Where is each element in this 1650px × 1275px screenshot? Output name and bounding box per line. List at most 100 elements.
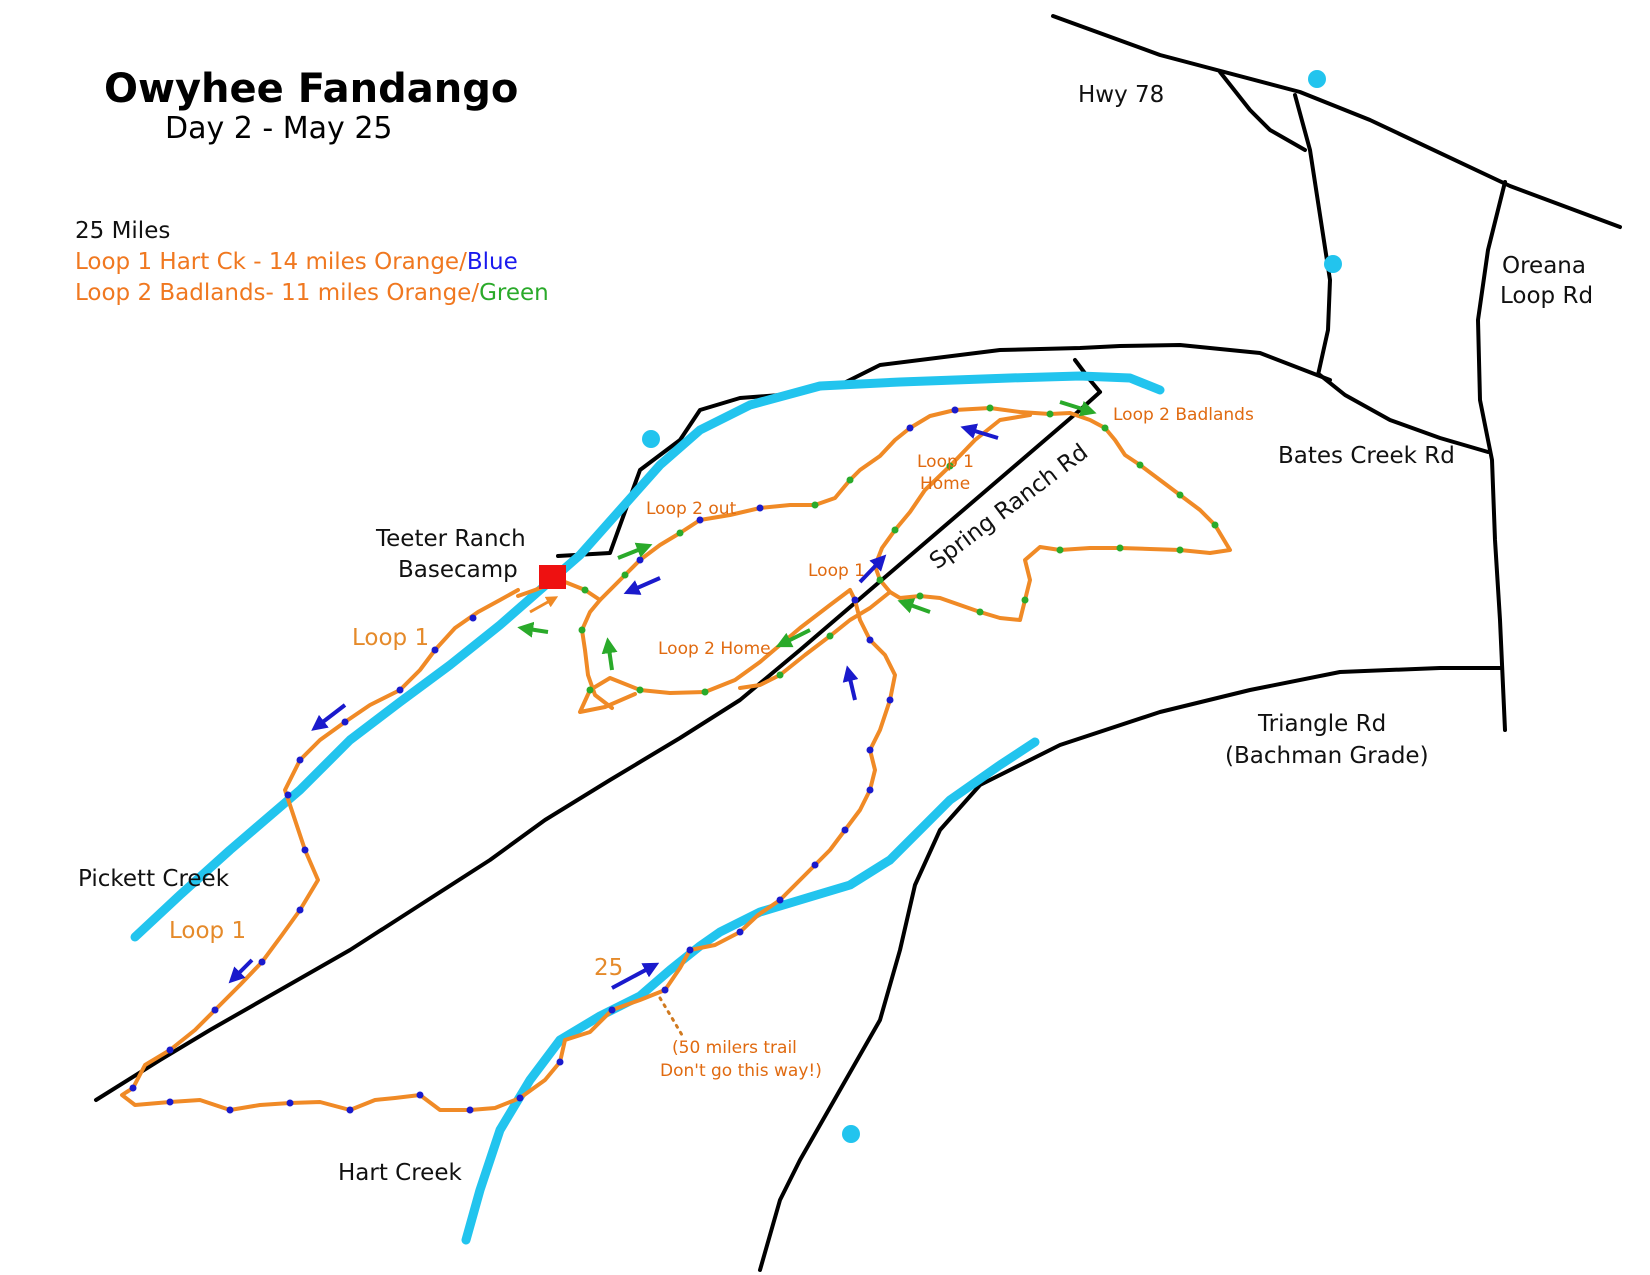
loop2-marker <box>1101 424 1109 432</box>
loop1-marker <box>696 516 704 524</box>
fifty-milers-warning-2: Don't go this way!) <box>660 1061 822 1081</box>
basecamp-direction-arrow <box>529 596 559 614</box>
basecamp-label-2: Basecamp <box>398 557 518 583</box>
loop1-marker <box>431 646 439 654</box>
loop1-marker <box>661 986 669 994</box>
hwy-78-spur-west <box>1218 70 1307 152</box>
loop2-badlands-label: Loop 2 Badlands <box>1113 405 1254 425</box>
loop1-marker <box>166 1046 174 1054</box>
loop2-marker <box>776 671 784 679</box>
loop1-home-label-1: Loop 1 <box>917 452 974 472</box>
loop2-marker <box>1176 491 1184 499</box>
loop1-marker <box>811 861 819 869</box>
loop1-upper-label: Loop 1 <box>352 625 429 651</box>
bates-creek-label: Bates Creek Rd <box>1278 443 1455 469</box>
loop2-home-segment <box>738 590 892 690</box>
loop1-marker <box>951 406 959 414</box>
loop1-direction-arrow <box>858 554 887 584</box>
spring-ranch-road <box>94 390 1102 1102</box>
loop1-marker <box>416 1091 424 1099</box>
legend-loop2-color: Green <box>479 280 549 306</box>
loop1-marker <box>301 846 309 854</box>
loop2-west-lobe <box>580 598 614 710</box>
loop1-lower-label: Loop 1 <box>169 918 246 944</box>
loop2-marker <box>1056 546 1064 554</box>
loop2-green-markers <box>578 404 1219 696</box>
loop1-marker <box>866 786 874 794</box>
loop2-marker <box>581 586 589 594</box>
loop1-marker <box>211 1006 219 1014</box>
loop2-direction-arrow <box>617 542 653 560</box>
loop2-out-label: Loop 2 out <box>646 499 737 519</box>
loop1-marker <box>686 946 694 954</box>
loop1-marker <box>341 718 349 726</box>
basecamp-icon <box>539 565 566 589</box>
loop1-marker <box>851 596 859 604</box>
loop1-marker <box>886 696 894 704</box>
loop2-marker <box>846 476 854 484</box>
loop2-marker <box>1176 546 1184 554</box>
loop1-home-label-2: Home <box>920 474 970 494</box>
legend-loop1-text: Loop 1 Hart Ck - 14 miles Orange/ <box>75 249 467 275</box>
hart-creek-label: Hart Creek <box>338 1160 462 1186</box>
loop1-marker <box>516 1094 524 1102</box>
legend-loop2: Loop 2 Badlands- 11 miles Orange/Green <box>75 280 549 306</box>
loop1-direction-arrow <box>228 958 254 984</box>
loop2-marker <box>1116 544 1124 552</box>
map-subtitle: Day 2 - May 25 <box>165 111 393 146</box>
loop1-marker <box>166 1098 174 1106</box>
loop2-marker <box>976 608 984 616</box>
loop2-marker <box>1211 521 1219 529</box>
loop1-marker <box>346 1106 354 1114</box>
loop2-marker <box>876 576 884 584</box>
loop2-marker <box>578 626 586 634</box>
loop1-marker <box>906 424 914 432</box>
loop2-marker <box>676 529 684 537</box>
loop2-direction-arrow <box>897 598 931 614</box>
loop2-marker <box>986 404 994 412</box>
legend-total: 25 Miles <box>75 218 170 244</box>
triangle-road <box>758 666 1502 1272</box>
map-title: Owyhee Fandango <box>104 66 518 112</box>
loop1-marker <box>556 1058 564 1066</box>
hwy-78-label: Hwy 78 <box>1078 82 1164 108</box>
loop2-marker <box>701 688 709 696</box>
loop1-marker <box>776 896 784 904</box>
loop1-marker <box>296 906 304 914</box>
loop2-marker <box>586 686 594 694</box>
hwy-78-spur-north <box>1293 93 1332 377</box>
loop1-marker <box>466 1106 474 1114</box>
loop1-marker <box>636 556 644 564</box>
oreana-loop-label-1: Oreana <box>1502 253 1586 279</box>
loop2-marker <box>826 632 834 640</box>
legend-loop1-color: Blue <box>467 249 518 275</box>
loop2-marker <box>811 501 819 509</box>
loop1-marker <box>129 1084 137 1092</box>
basecamp-label-1: Teeter Ranch <box>375 526 526 552</box>
pickett-creek-label: Pickett Creek <box>78 866 230 892</box>
loop1-marker <box>608 1006 616 1014</box>
loop2-direction-arrow <box>775 628 811 648</box>
loop1-marker <box>866 746 874 754</box>
triangle-road-label-1: Triangle Rd <box>1257 711 1386 737</box>
loop2-marker <box>946 462 954 470</box>
water-point-icon <box>642 430 660 448</box>
loop2-direction-arrow <box>1059 400 1097 417</box>
loop2-marker <box>916 592 924 600</box>
loop2-direction-arrow <box>517 621 549 638</box>
loop2-home-label: Loop 2 Home <box>658 639 771 659</box>
loop1-marker <box>226 1106 234 1114</box>
loop1-hart-creek-trail <box>120 588 897 1112</box>
loop1-marker <box>756 504 764 512</box>
direction-arrows <box>228 400 1097 990</box>
fifty-milers-warning-1: (50 milers trail <box>672 1038 797 1058</box>
bates-creek-road <box>1318 373 1490 454</box>
loop2-direction-arrow <box>601 637 618 671</box>
loop1-direction-arrow <box>311 703 347 731</box>
loop2-marker <box>621 571 629 579</box>
oreana-loop-road <box>1476 180 1507 732</box>
loop1-marker <box>284 791 292 799</box>
loop1-marker <box>736 928 744 936</box>
loop1-blue-markers <box>129 406 959 1114</box>
